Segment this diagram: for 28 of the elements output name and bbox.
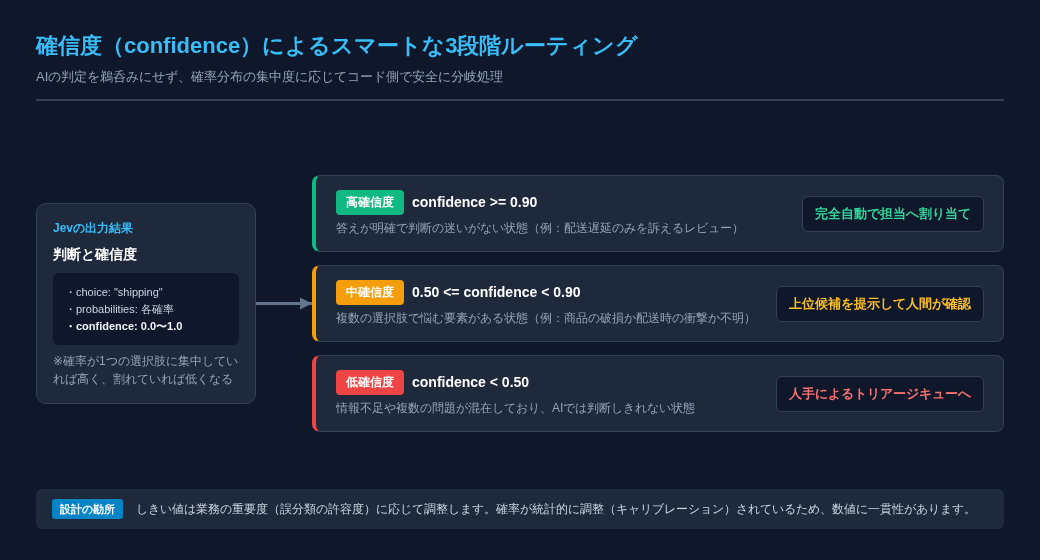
threshold-heading: confidence >= 0.90 xyxy=(412,193,538,212)
note-text: ※確率が1つの選択肢に集中していれば高く、割れていれば低くなる xyxy=(53,353,239,388)
threshold-heading: confidence < 0.50 xyxy=(412,373,530,392)
note-text: しきい値は業務の重要度（誤分類の許容度）に応じて調整します。確率が統計的に調整（キャリブレーション）されているため、数値に一貫性があります。 xyxy=(136,501,976,518)
panel-label: Jevの出力結果 xyxy=(53,220,134,236)
description-text: 複数の選択肢で悩む要素がある状態（例：商品の破損か配送時の衝撃か不明） xyxy=(336,310,756,326)
subtitle: AIの判定を鵜呑みにせず、確率分布の集中度に応じてコード側で安全に分岐処理 xyxy=(36,68,504,86)
action-box: 上位候補を提示して人間が確認 xyxy=(776,286,984,322)
action-box: 人手によるトリアージキューへ xyxy=(776,376,984,412)
routing-card xyxy=(312,175,1004,252)
routing-card xyxy=(312,265,1004,342)
threshold-heading: 0.50 <= confidence < 0.90 xyxy=(412,283,581,302)
description-text: 答えが明確で判断の迷いがない状態（例：配送遅延のみを訴えるレビュー） xyxy=(336,220,744,236)
confidence-badge: 中確信度 xyxy=(336,280,404,305)
confidence-badge: 低確信度 xyxy=(336,370,404,395)
routing-card xyxy=(312,355,1004,432)
code-line: ・probabilities: 各確率 xyxy=(65,302,175,317)
tip-bar xyxy=(36,489,1004,529)
tip-badge: 設計の勘所 xyxy=(52,499,123,519)
code-line: ・confidence: 0.0〜1.0 xyxy=(65,319,184,334)
action-box: 完全自動で担当へ割り当て xyxy=(802,196,984,232)
code-line: ・choice: "shipping" xyxy=(65,285,164,300)
arrow xyxy=(256,297,312,310)
description-text: 情報不足や複数の問題が混在しており、AIでは判断しきれない状態 xyxy=(336,400,696,416)
output-panel xyxy=(36,203,256,404)
panel-heading: 判断と確信度 xyxy=(53,245,137,264)
title: 確信度（confidence）によるスマートな3段階ルーティング xyxy=(36,32,639,60)
confidence-badge: 高確信度 xyxy=(336,190,404,215)
